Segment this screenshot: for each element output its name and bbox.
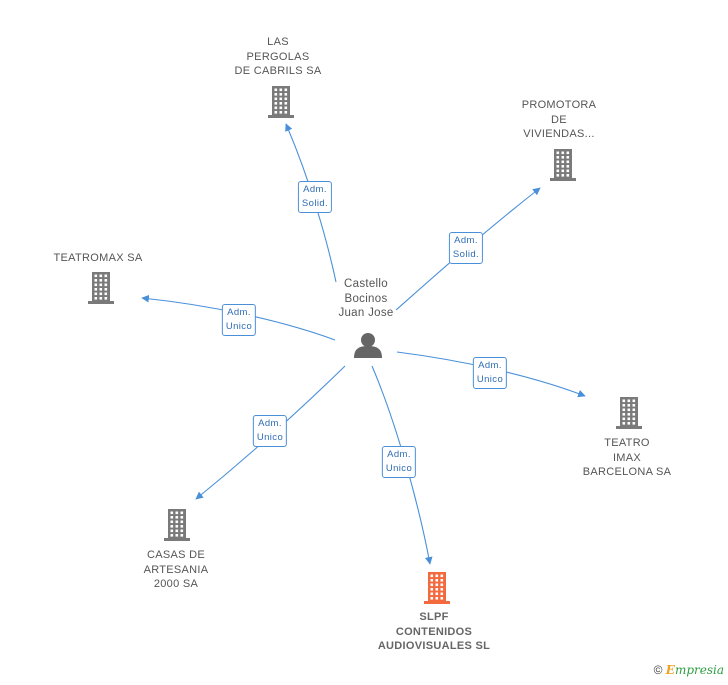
person-name-label[interactable]: Castello Bocinos Juan Jose	[338, 278, 394, 319]
building-icon[interactable]	[88, 272, 114, 304]
person-icon[interactable]	[354, 333, 382, 358]
relation-label-teatromax[interactable]: Adm. Unico	[221, 304, 257, 336]
relation-label-las-pergolas[interactable]: Adm. Solid.	[297, 181, 333, 213]
relation-label-promotora[interactable]: Adm. Solid.	[448, 232, 484, 264]
company-label-casas-artesania[interactable]: CASAS DE ARTESANIA 2000 SA	[143, 549, 209, 590]
building-icon[interactable]	[164, 509, 190, 541]
company-label-slpf[interactable]: SLPF CONTENIDOS AUDIOVISUALES SL	[377, 611, 491, 652]
relation-label-teatro-imax[interactable]: Adm. Unico	[472, 357, 508, 389]
building-icon[interactable]	[616, 397, 642, 429]
building-icon[interactable]	[268, 86, 294, 118]
relation-label-casas-artesania[interactable]: Adm. Unico	[252, 415, 288, 447]
footer-credit: © Empresia	[654, 663, 724, 677]
copyright-symbol: ©	[653, 663, 663, 677]
company-label-promotora[interactable]: PROMOTORA DE VIVIENDAS...	[521, 99, 597, 140]
building-icon[interactable]	[424, 572, 450, 604]
building-icon[interactable]	[550, 149, 576, 181]
company-label-teatro-imax[interactable]: TEATRO IMAX BARCELONA SA	[582, 437, 672, 478]
relation-label-slpf[interactable]: Adm. Unico	[381, 446, 417, 478]
company-label-teatromax[interactable]: TEATROMAX SA	[53, 252, 143, 264]
company-label-las-pergolas[interactable]: LAS PERGOLAS DE CABRILS SA	[234, 36, 322, 77]
empresia-logo[interactable]: Empresia	[665, 663, 724, 677]
